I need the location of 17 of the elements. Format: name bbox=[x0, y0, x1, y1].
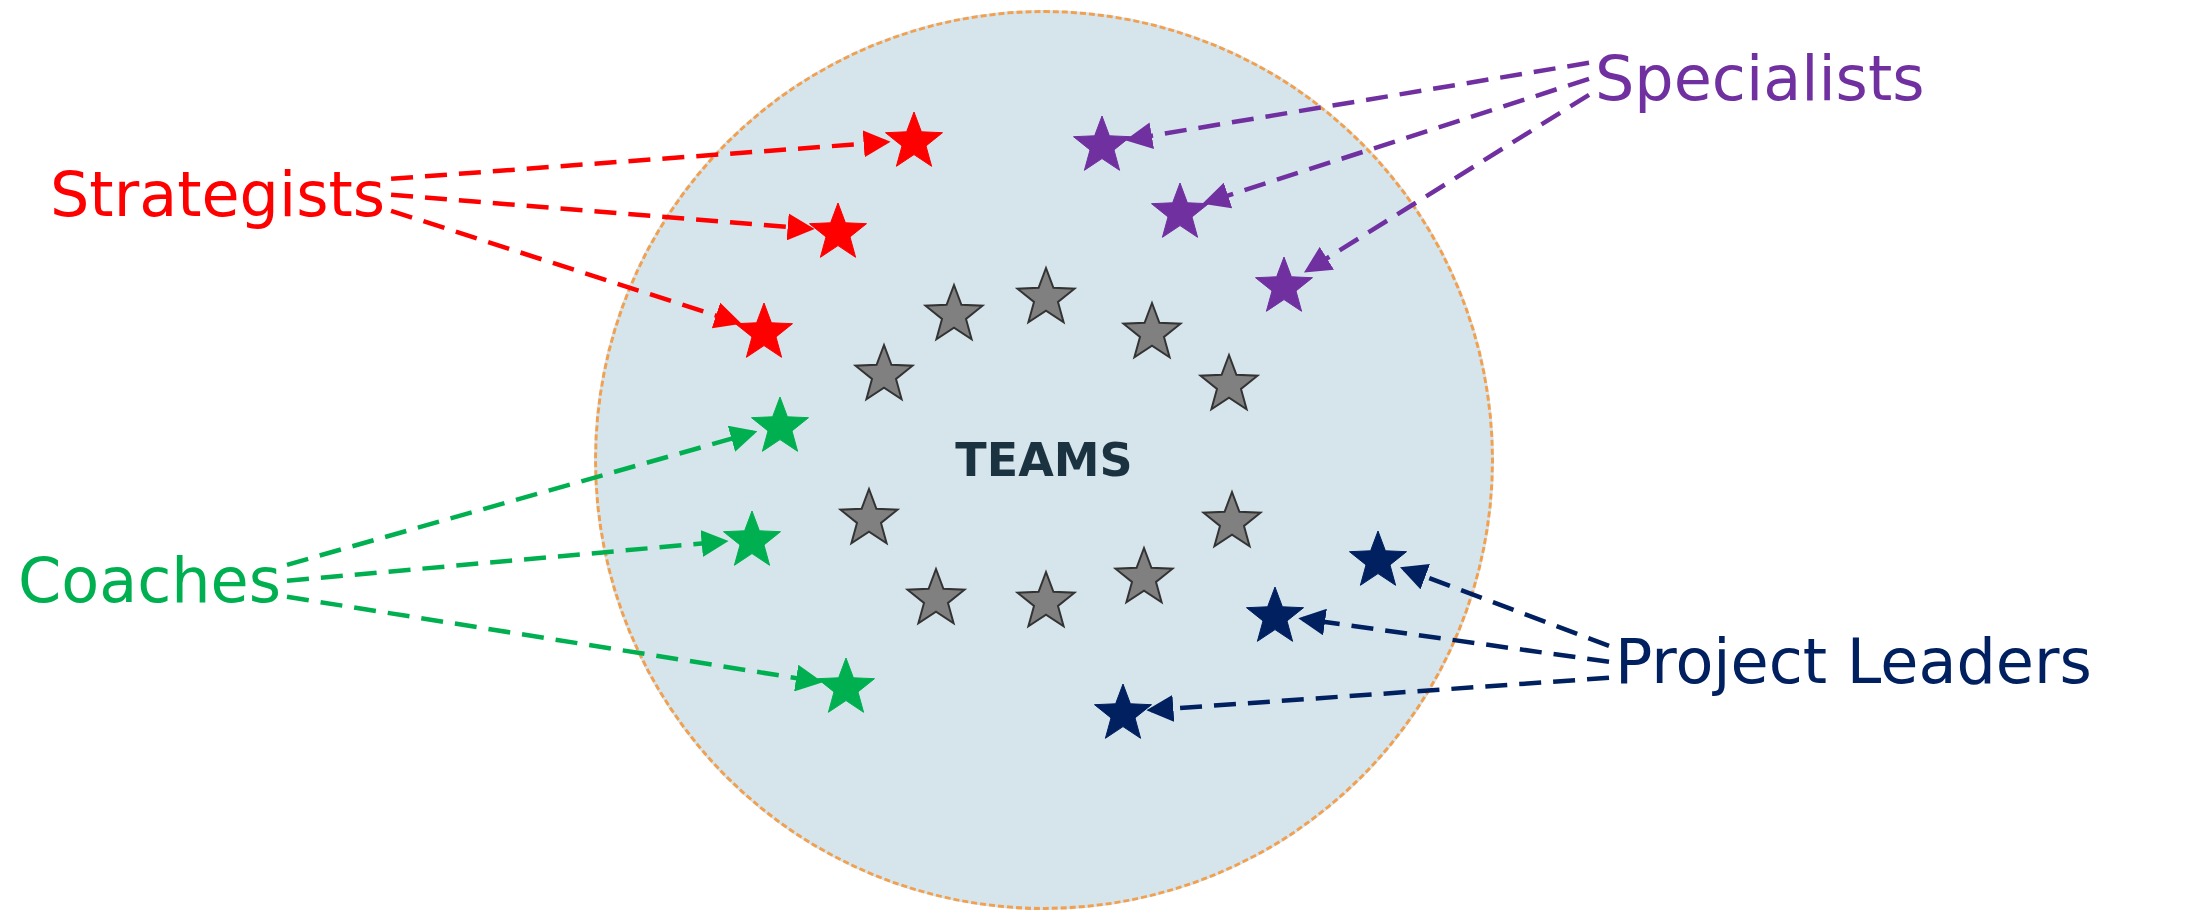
role-label: Strategists bbox=[50, 156, 386, 234]
dashed-arrow bbox=[1400, 564, 1610, 648]
dashed-arrow bbox=[390, 192, 815, 241]
dashed-arrow bbox=[1202, 76, 1590, 209]
dashed-arrow bbox=[1125, 60, 1590, 149]
dashed-arrow bbox=[286, 530, 729, 584]
dashed-arrow bbox=[390, 208, 742, 329]
role-label: Coaches bbox=[18, 542, 282, 620]
dashed-arrow bbox=[1146, 675, 1610, 722]
dashed-arrow bbox=[1298, 608, 1610, 665]
circle-title: TEAMS bbox=[955, 431, 1133, 489]
dashed-arrow bbox=[286, 425, 758, 567]
role-label: Project Leaders bbox=[1615, 623, 2092, 701]
dashed-arrow bbox=[286, 594, 823, 692]
dashed-arrow bbox=[390, 130, 891, 182]
role-label: Specialists bbox=[1595, 40, 1925, 118]
dashed-arrow bbox=[1304, 92, 1591, 273]
